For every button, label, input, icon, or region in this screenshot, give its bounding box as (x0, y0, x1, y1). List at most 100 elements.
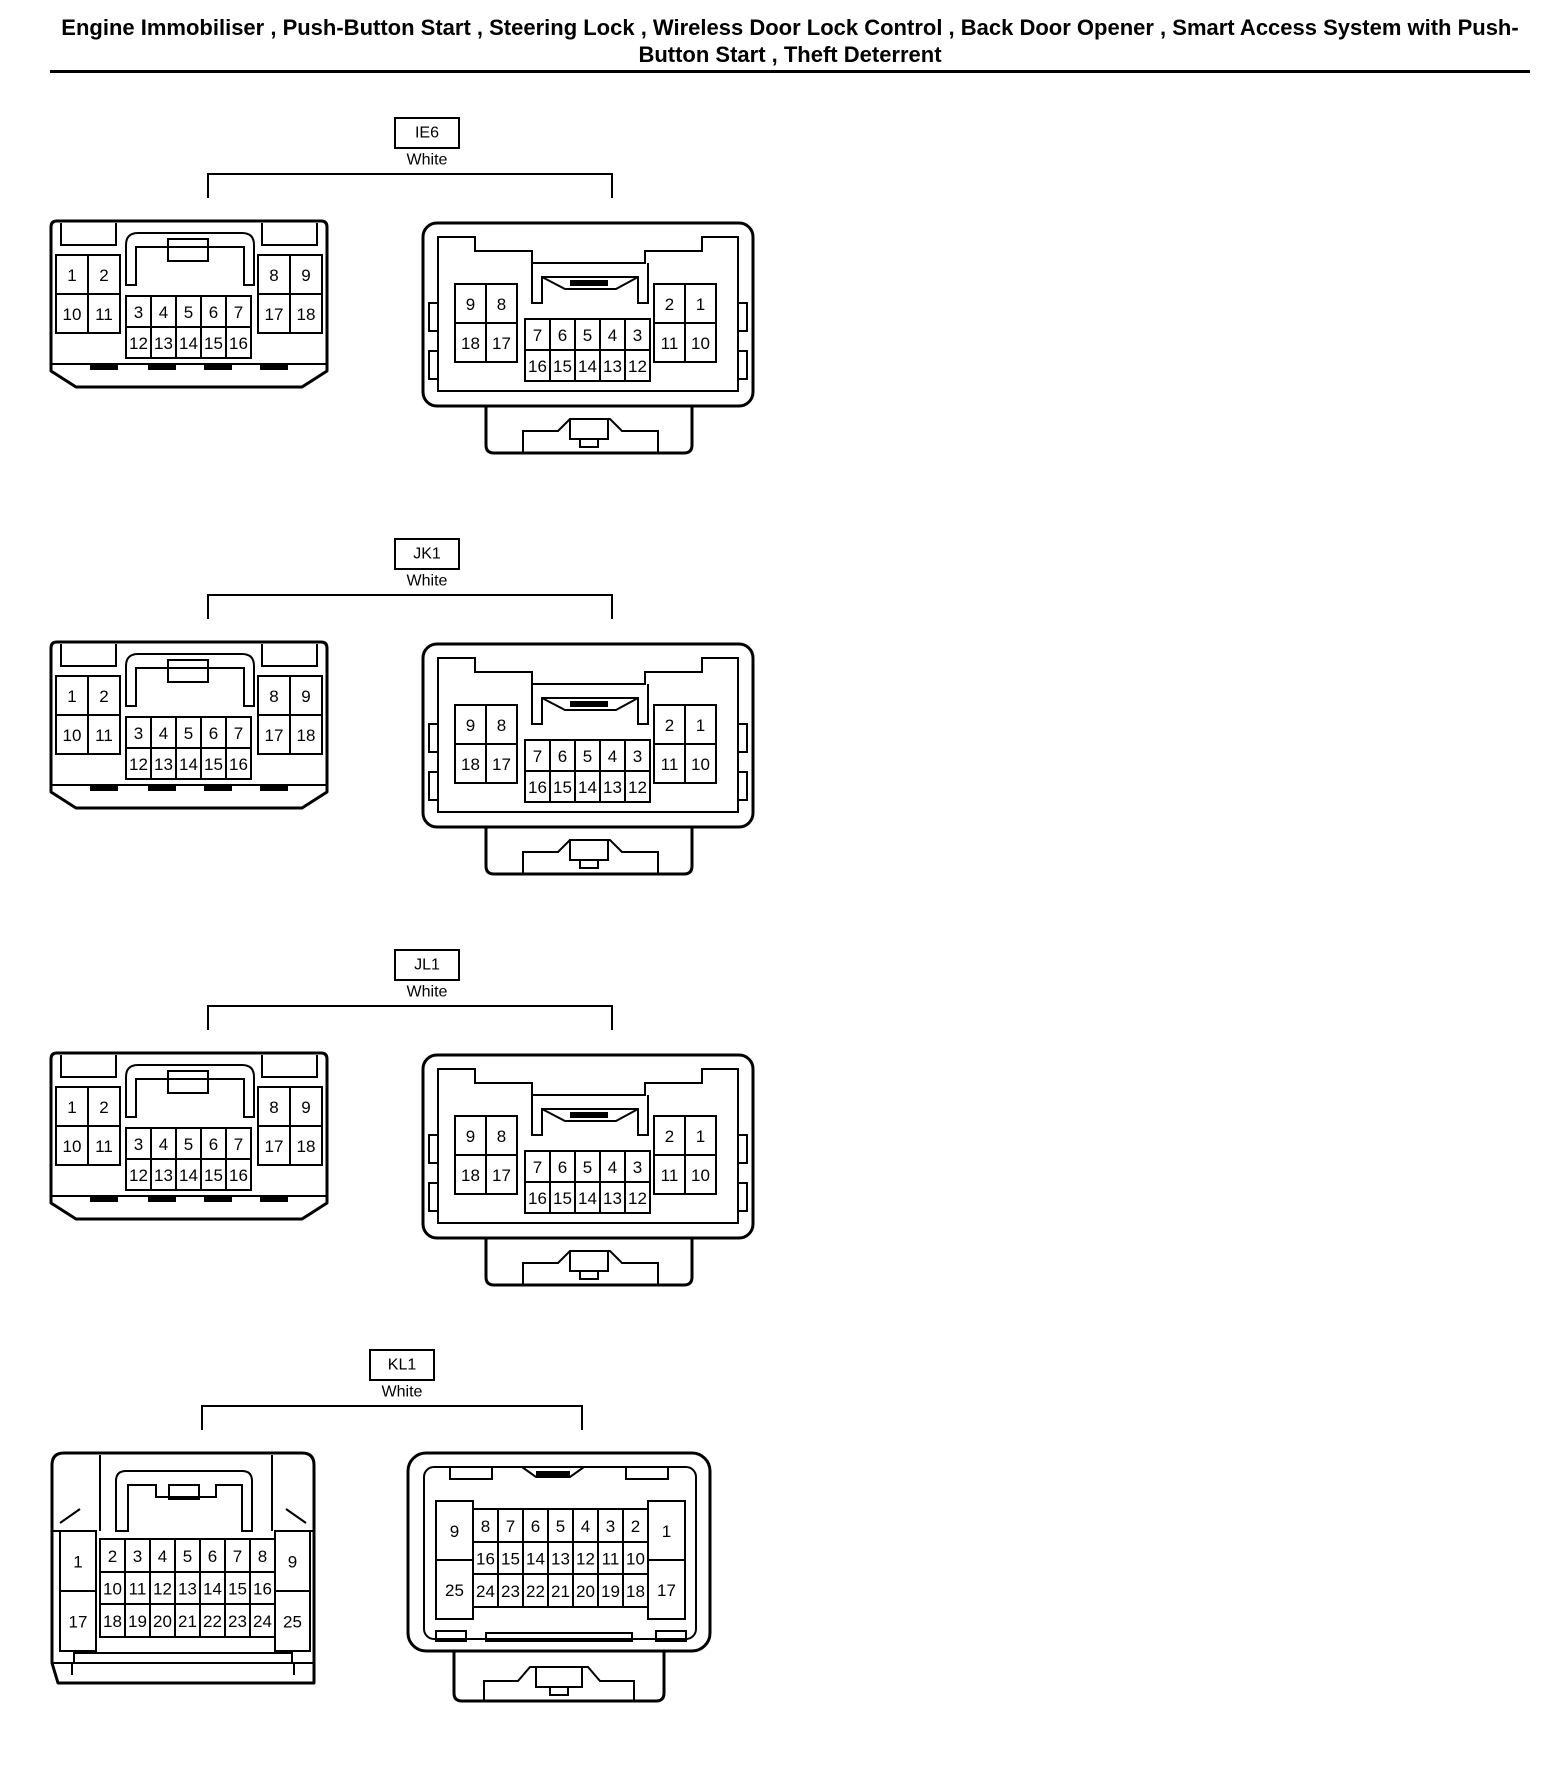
pin-number: 21 (551, 1582, 570, 1601)
pin-cell: 6 (549, 739, 576, 772)
pin-number: 12 (129, 755, 148, 774)
lock-tab (168, 1484, 200, 1500)
pin-cell: 9 (454, 283, 487, 324)
pin-number: 1 (662, 1522, 671, 1541)
pin-number: 8 (481, 1517, 490, 1536)
pin-box (574, 1181, 601, 1214)
pin-cell: 14 (199, 1571, 226, 1605)
pin-box (199, 1603, 226, 1638)
pin-cell: 13 (599, 349, 626, 382)
latch-slot (90, 785, 118, 791)
pin-cell: 10 (684, 322, 717, 363)
pin-number: 7 (234, 303, 243, 322)
pin-number: 6 (209, 1135, 218, 1154)
pin-number: 10 (691, 1166, 710, 1185)
pin-number: 5 (183, 1547, 192, 1566)
pin-number: 6 (209, 724, 218, 743)
pin-cell: 18 (99, 1603, 126, 1638)
pin-number: 14 (526, 1550, 545, 1569)
pin-cell: 10 (622, 1541, 649, 1575)
pin-number: 10 (691, 334, 710, 353)
pin-number: 19 (128, 1612, 147, 1631)
pin-cell: 10 (99, 1571, 126, 1605)
connector-housing (49, 640, 329, 810)
latch-slot (148, 364, 176, 370)
connector-color: White (382, 1384, 423, 1401)
pin-box (624, 1181, 651, 1214)
pin-number: 10 (63, 1137, 82, 1156)
pin-number: 18 (461, 1166, 480, 1185)
pin-box (289, 1125, 323, 1166)
pin-number: 15 (553, 1189, 572, 1208)
pin-cell: 8 (257, 254, 291, 295)
pin-box (249, 1571, 276, 1605)
pin-box (622, 1573, 649, 1608)
side-rib (428, 723, 439, 753)
pin-number: 12 (129, 1166, 148, 1185)
pin-box (684, 1115, 717, 1156)
header-rule (50, 70, 1530, 73)
side-rib (737, 723, 748, 753)
latch-slot (90, 1196, 118, 1202)
pin-box (55, 1086, 89, 1127)
pin-number: 7 (533, 326, 542, 345)
connector-color: White (407, 573, 448, 590)
lock-frame (125, 1064, 255, 1118)
pin-number: 4 (608, 326, 617, 345)
pin-number: 14 (179, 755, 198, 774)
pin-box (454, 743, 487, 784)
pin-number: 23 (228, 1612, 247, 1631)
pin-cell: 4 (599, 318, 626, 351)
pin-number: 9 (466, 716, 475, 735)
pin-box (522, 1573, 549, 1608)
pin-number: 5 (583, 747, 592, 766)
pin-number: 5 (184, 303, 193, 322)
pin-number: 2 (108, 1547, 117, 1566)
key-slot (570, 1112, 608, 1118)
pin-number: 11 (95, 1137, 113, 1156)
pin-box (524, 349, 551, 382)
pin-cell: 12 (125, 326, 152, 359)
pin-cell: 19 (124, 1603, 151, 1638)
latch-tip (549, 1686, 569, 1696)
latch-slot (148, 1196, 176, 1202)
pin-box (454, 704, 487, 745)
pin-number: 2 (99, 687, 108, 706)
pin-cell: 5 (574, 739, 601, 772)
pin-cell: 12 (125, 747, 152, 780)
pin-box (87, 714, 121, 755)
pin-cell: 7 (497, 1508, 524, 1543)
key-slot (570, 280, 608, 286)
key-channel (531, 263, 649, 304)
pin-cell: 20 (149, 1603, 176, 1638)
latch-bar (73, 1652, 293, 1664)
pin-number: 6 (558, 326, 567, 345)
pin-number: 14 (179, 334, 198, 353)
pin-cell: 15 (549, 349, 576, 382)
pin-box (647, 1559, 686, 1620)
pin-cell: 6 (200, 1127, 227, 1160)
pin-number: 16 (229, 334, 248, 353)
pin-cell: 5 (175, 1127, 202, 1160)
pin-box (225, 1158, 252, 1191)
pin-number: 13 (154, 755, 173, 774)
bottom-slot (485, 1632, 633, 1642)
pin-cell: 4 (150, 1127, 177, 1160)
connector-bracket (201, 1405, 583, 1430)
pin-number: 9 (288, 1553, 297, 1572)
pin-cell: 11 (124, 1571, 151, 1605)
pin-number: 17 (265, 726, 284, 745)
pin-number: 18 (297, 305, 316, 324)
pin-number: 4 (159, 1135, 168, 1154)
pin-number: 16 (528, 1189, 547, 1208)
pin-box (224, 1603, 251, 1638)
pin-cell: 23 (224, 1603, 251, 1638)
pin-box (485, 1115, 518, 1156)
pin-number: 11 (661, 755, 679, 774)
side-rib (428, 771, 439, 801)
pin-cell: 18 (289, 1125, 323, 1166)
latch-housing (484, 1238, 694, 1287)
pin-number: 4 (608, 1158, 617, 1177)
pin-box (249, 1603, 276, 1638)
